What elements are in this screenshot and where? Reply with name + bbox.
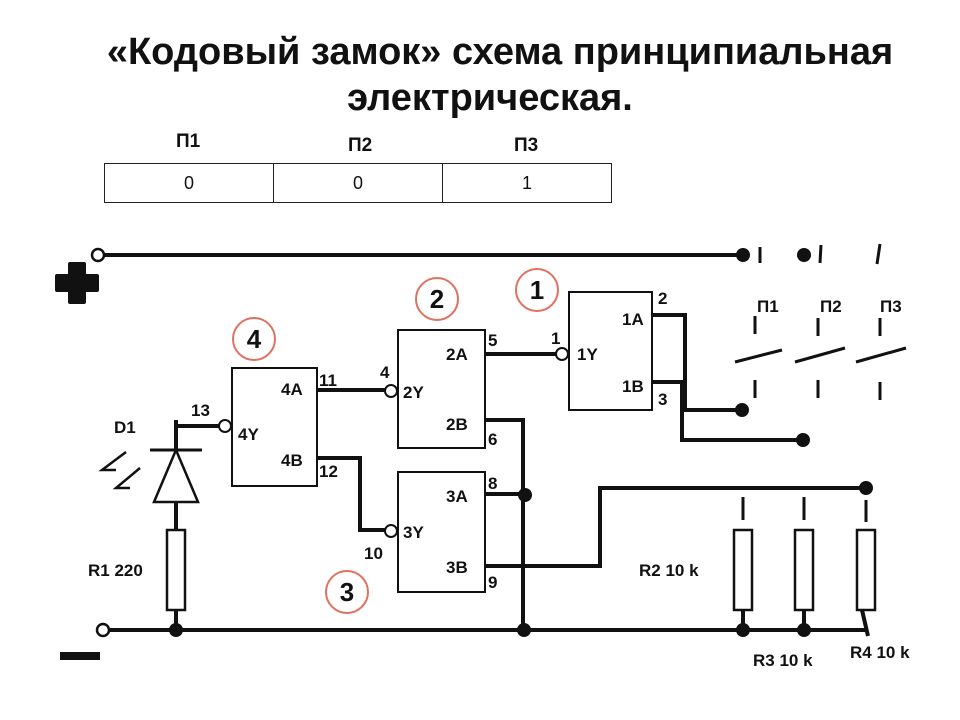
logic-block-4 (231, 367, 318, 487)
pin-number: 1 (551, 329, 560, 348)
pin-number: 3 (658, 390, 667, 409)
logic-block-3 (397, 471, 486, 593)
switch-p3 (855, 318, 907, 400)
label-r3: R3 10 k (753, 651, 813, 670)
label-r1: R1 220 (88, 561, 143, 580)
positive-terminal (90, 247, 106, 263)
label-3a: 3A (446, 487, 468, 506)
logic-block-2 (397, 329, 486, 449)
wire-1b-s2 (652, 380, 800, 442)
negative-terminal (95, 622, 111, 638)
junction-dot (797, 623, 811, 637)
plus-icon (55, 262, 99, 304)
label-4b: 4B (281, 451, 303, 470)
table-cell-p2: 0 (273, 163, 443, 203)
switch-state-table: 0 0 1 (104, 163, 612, 203)
wire-4b-3y (317, 456, 386, 532)
label-2b: 2B (446, 415, 468, 434)
pin-number: 11 (319, 371, 337, 390)
junction-dot (169, 623, 183, 637)
title-line-2: электрическая. (347, 77, 633, 119)
pin-number: 9 (488, 573, 497, 592)
block-number-2: 2 (430, 284, 444, 314)
contact-mark (875, 243, 882, 265)
wire-1a-s1 (652, 313, 740, 412)
inverter-bubble-3y (384, 524, 398, 538)
block-number-3: 3 (340, 577, 354, 607)
label-r2: R2 10 k (639, 561, 699, 580)
wire-3b-s3 (485, 486, 866, 568)
junction-dot (517, 623, 531, 637)
table-row: 0 0 1 (104, 163, 612, 203)
pin-number: 12 (319, 462, 338, 481)
label-switch-p3: П3 (880, 297, 902, 316)
label-switch-p2: П2 (820, 297, 842, 316)
title-line-1: «Кодовый замок» схема принципиальная (106, 31, 894, 73)
label-switch-p1: П1 (757, 297, 779, 316)
switch-p1 (734, 316, 783, 398)
block-number-circle-3 (325, 570, 369, 614)
label-4y: 4Y (238, 425, 259, 444)
switch-p2 (794, 318, 846, 398)
label-2a: 2A (446, 345, 468, 364)
junction-dot (735, 403, 749, 417)
label-4a: 4A (281, 380, 303, 399)
resistor-r2 (732, 528, 754, 612)
label-1b: 1B (622, 377, 644, 396)
label-1y: 1Y (577, 345, 598, 364)
label-2y: 2Y (403, 383, 424, 402)
logic-block-1 (568, 291, 653, 411)
table-cell-p1: 0 (104, 163, 274, 203)
pin-number: 10 (364, 544, 383, 563)
resistor-r1 (165, 528, 187, 612)
wire-r4-rail (860, 609, 870, 637)
junction-dot (796, 433, 810, 447)
resistor-r3 (793, 528, 815, 612)
table-cell-p3: 1 (442, 163, 612, 203)
inverter-bubble-2y (384, 384, 398, 398)
junction-dot (736, 623, 750, 637)
diode-d1 (150, 446, 202, 504)
resistor-r4 (855, 528, 877, 612)
pin-number: 2 (658, 289, 667, 308)
junction-dot (736, 248, 750, 262)
label-1a: 1A (622, 310, 644, 329)
junction-dot (797, 248, 811, 262)
table-header-p2: П2 (348, 135, 373, 156)
block-number-4: 4 (247, 324, 262, 354)
inverter-bubble-1y (555, 347, 569, 361)
pin-number: 13 (191, 401, 210, 420)
contact-mark (818, 244, 823, 264)
block-number-circle-2 (415, 277, 459, 321)
led-light-icon (98, 451, 141, 490)
inverter-bubble-4y (218, 419, 232, 433)
table-header-p1: П1 (176, 131, 201, 152)
pin-number: 8 (488, 474, 497, 493)
junction-dot (859, 481, 873, 495)
minus-icon (60, 652, 100, 660)
block-number-circle-1 (515, 268, 559, 312)
table-header-p3: П3 (514, 135, 539, 156)
label-r4: R4 10 k (850, 643, 910, 662)
label-d1: D1 (114, 418, 136, 437)
pin-number: 4 (380, 363, 390, 382)
junction-dot (518, 488, 532, 502)
pin-number: 6 (488, 430, 497, 449)
label-3y: 3Y (403, 523, 424, 542)
pin-number: 5 (488, 331, 497, 350)
block-number-1: 1 (530, 275, 544, 305)
block-number-circle-4 (232, 317, 276, 361)
label-3b: 3B (446, 558, 468, 577)
wire-2b-rail (485, 418, 525, 630)
